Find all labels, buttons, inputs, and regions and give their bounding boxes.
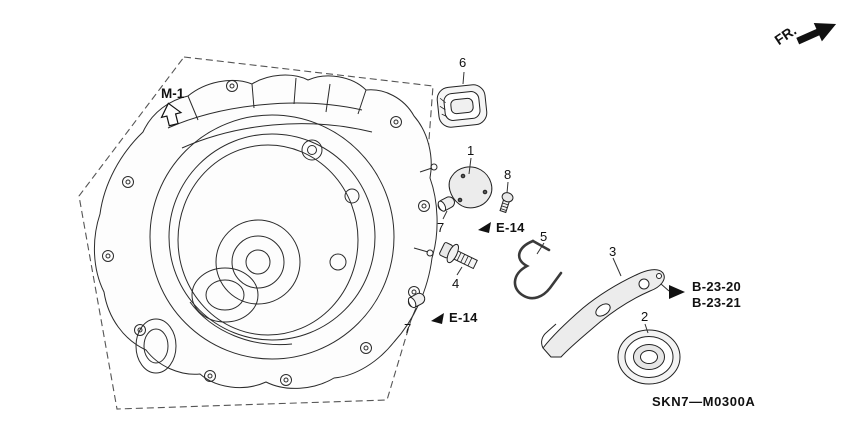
leader-lines	[410, 71, 670, 334]
part-8-drawing	[499, 192, 514, 214]
callout-4[interactable]: 4	[452, 276, 460, 291]
view-boundary	[78, 56, 434, 410]
fr-direction-arrow-icon	[796, 23, 837, 45]
housing-bolt-holes	[102, 80, 430, 386]
callout-8[interactable]: 8	[504, 167, 512, 182]
part-5-drawing	[513, 239, 563, 300]
cross-ref-b23-20[interactable]: B-23-20	[692, 279, 742, 294]
callout-7-lower[interactable]: 7	[404, 321, 412, 336]
part-1-drawing	[448, 166, 493, 209]
callout-3[interactable]: 3	[609, 244, 617, 259]
e14-upper-arrow-icon	[478, 222, 491, 233]
cross-ref-e14-lower[interactable]: E-14	[449, 310, 478, 325]
callout-5[interactable]: 5	[540, 229, 548, 244]
cross-ref-e14-upper[interactable]: E-14	[496, 220, 525, 235]
e14-lower-arrow-icon	[431, 313, 444, 324]
transmission-housing-drawing	[93, 74, 438, 389]
cross-ref-b23-21[interactable]: B-23-21	[692, 295, 742, 310]
callout-2[interactable]: 2	[641, 309, 649, 324]
drawing-code: SKN7—M0300A	[652, 394, 756, 409]
part-7-lower-drawing	[407, 292, 426, 309]
part-2-drawing	[617, 329, 681, 385]
part-7-upper-drawing	[437, 196, 455, 212]
callout-6[interactable]: 6	[459, 55, 467, 70]
part-6-drawing	[436, 84, 488, 128]
m1-up-arrow-icon	[160, 102, 183, 127]
part-4-drawing	[439, 242, 478, 270]
callout-7-upper[interactable]: 7	[437, 220, 445, 235]
callout-1[interactable]: 1	[467, 143, 475, 158]
view-ref-m1[interactable]: M-1	[161, 86, 185, 101]
part-3-drawing	[541, 269, 665, 358]
b23-arrow-icon	[669, 285, 685, 299]
